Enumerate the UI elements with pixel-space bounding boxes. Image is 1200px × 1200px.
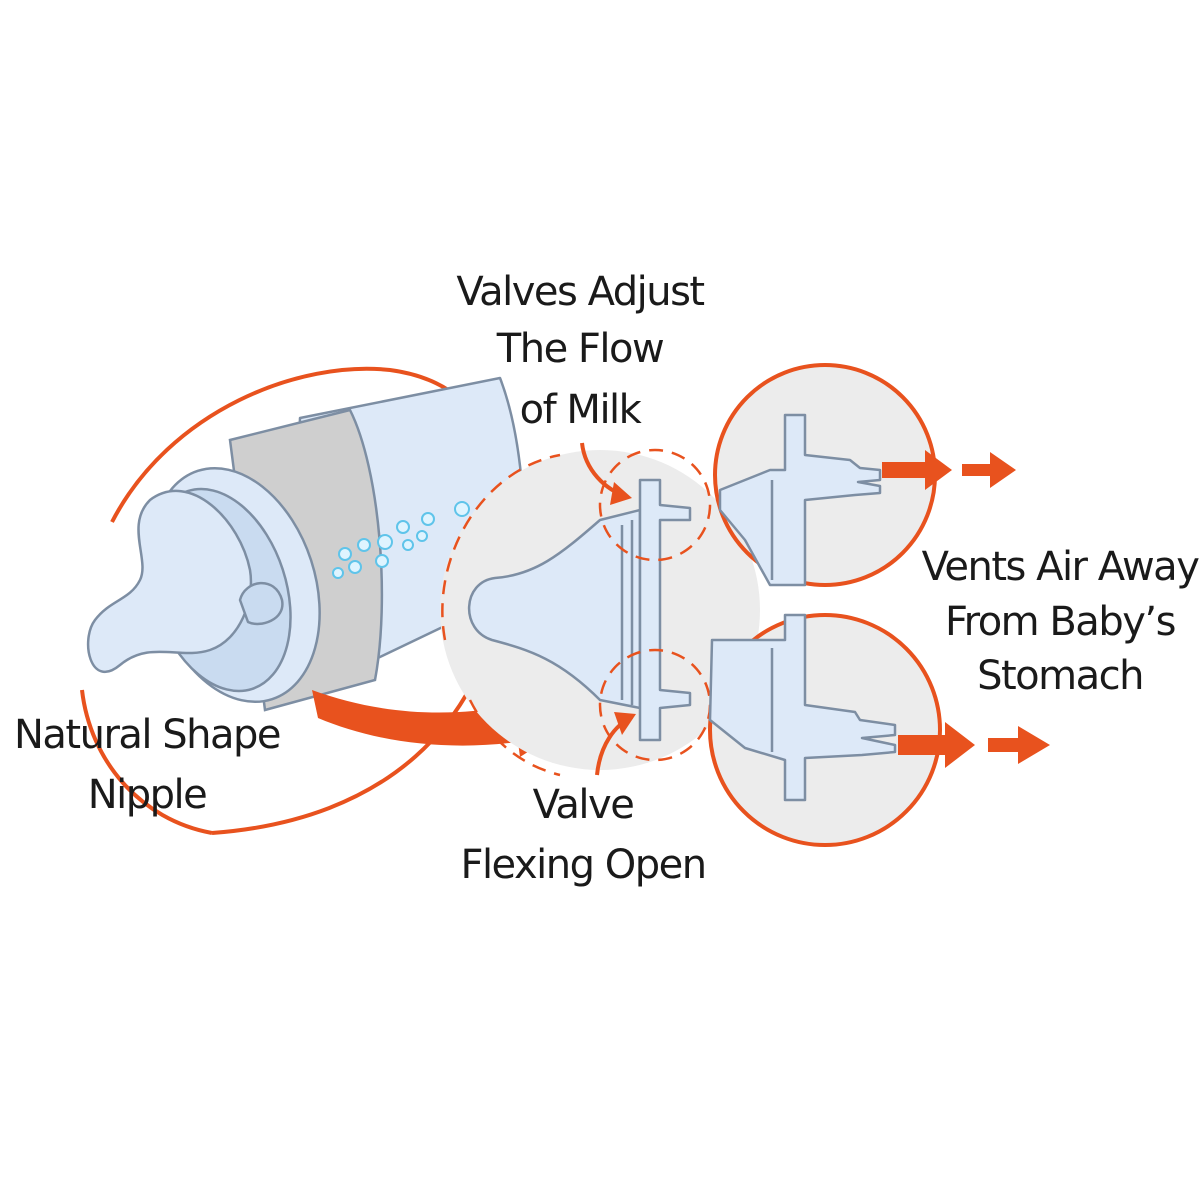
valve-wall <box>638 478 692 742</box>
valve-detail-top <box>713 363 937 587</box>
svg-text:of Milk: of Milk <box>520 387 643 433</box>
valve-detail-bottom <box>708 613 942 847</box>
air-bubbles <box>332 501 470 579</box>
label-natural-shape: Natural Shape Nipple <box>14 712 282 818</box>
valve-top-zoom-ring <box>598 448 712 562</box>
svg-text:Valves Adjust: Valves Adjust <box>456 269 704 315</box>
svg-text:Flexing Open: Flexing Open <box>460 842 705 888</box>
arrow-right-icon <box>882 450 952 490</box>
svg-text:Vents Air Away: Vents Air Away <box>922 544 1200 590</box>
svg-text:From Baby’s: From Baby’s <box>945 599 1175 645</box>
arrow-right-icon <box>988 726 1050 764</box>
arrow-right-icon <box>962 452 1016 488</box>
label-valves-adjust: Valves Adjust The Flow of Milk <box>456 269 706 433</box>
bottle-nipple <box>86 489 253 674</box>
nipple-profile <box>467 508 642 710</box>
svg-text:Stomach: Stomach <box>977 653 1143 699</box>
vent-arrows <box>882 450 1050 768</box>
svg-text:Natural Shape: Natural Shape <box>14 712 280 758</box>
curved-arrow-icon <box>312 690 565 757</box>
cross-section <box>440 442 760 777</box>
svg-text:The Flow: The Flow <box>496 326 664 372</box>
arrow-right-icon <box>898 722 975 768</box>
label-valve-flexing: Valve Flexing Open <box>460 782 707 888</box>
nipple-vent-bump <box>238 581 284 626</box>
label-vents-air: Vents Air Away From Baby’s Stomach <box>922 544 1200 699</box>
svg-text:Valve: Valve <box>533 782 634 828</box>
svg-text:Nipple: Nipple <box>88 772 207 818</box>
